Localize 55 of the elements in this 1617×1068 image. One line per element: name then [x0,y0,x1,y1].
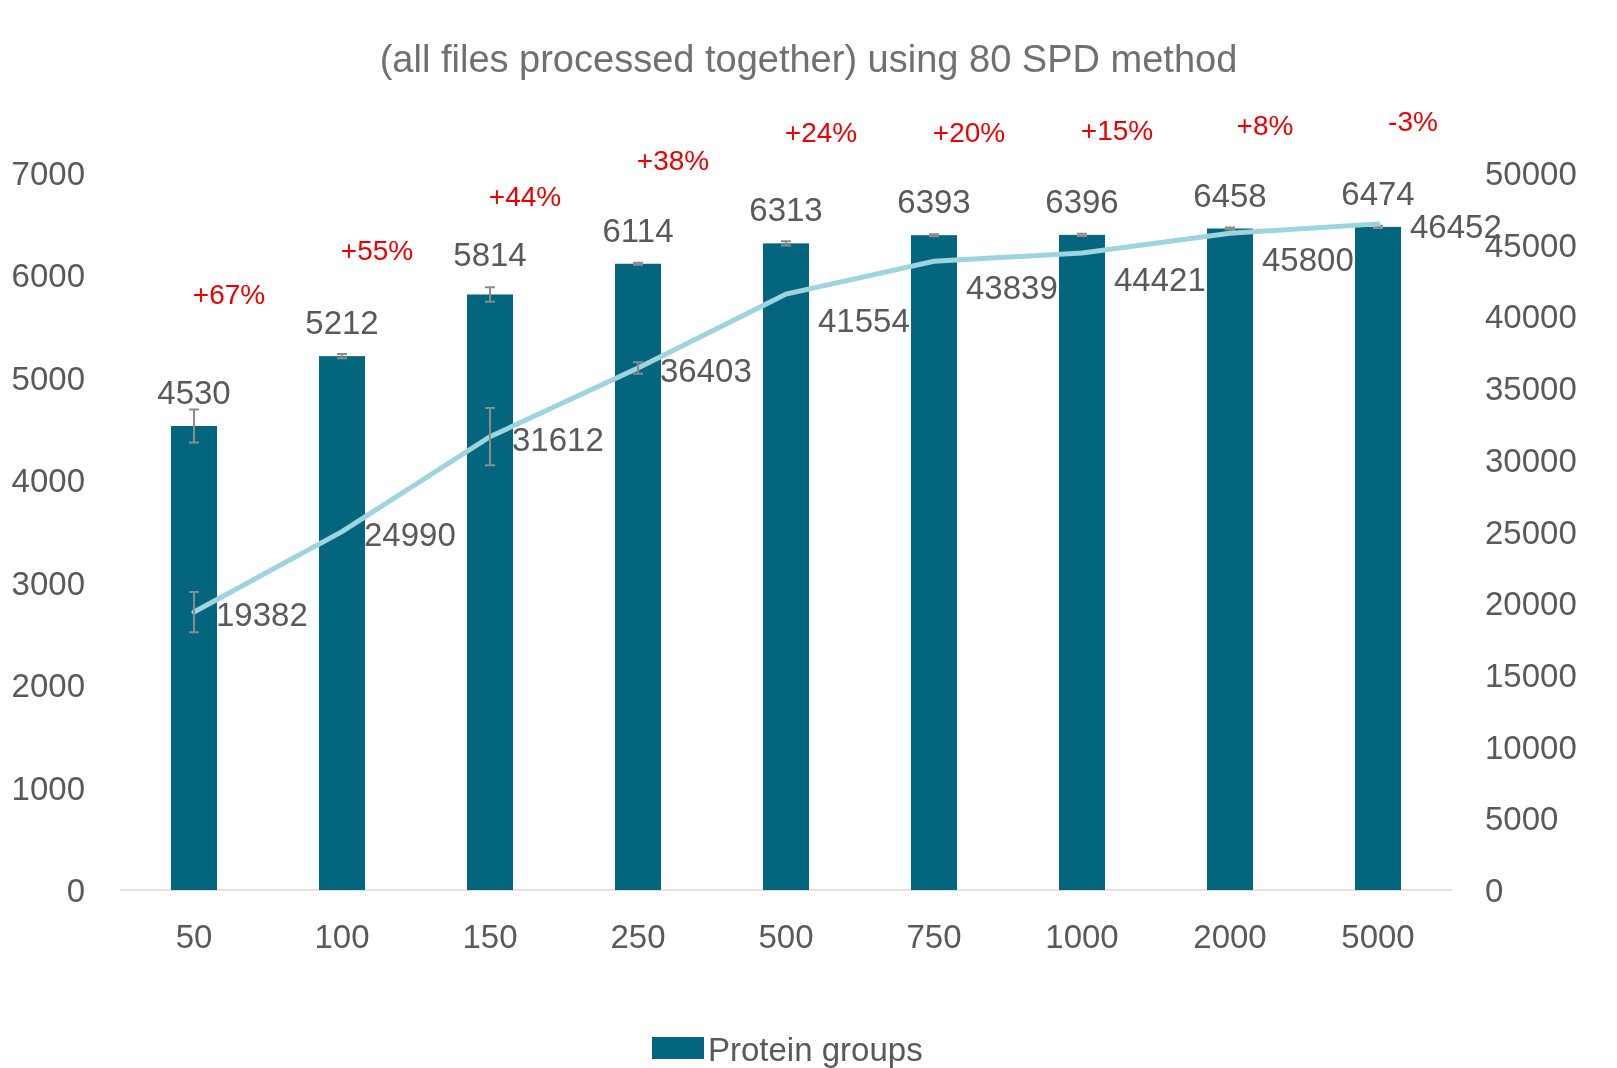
percent-change-label: +38% [636,145,710,176]
axis-tick-label: 4000 [11,462,85,500]
axis-tick-label: 0 [66,872,85,909]
data-label: 31612 [512,420,604,458]
axis-tick-label: 20000 [1485,585,1577,623]
axis-tick-label: 50 [175,918,213,955]
axis-tick-label: 150 [462,918,518,955]
percent-change-label: +44% [488,181,562,212]
axis-tick-label: 2000 [11,667,85,705]
axis-tick-label: 2000 [1193,918,1267,955]
data-label: 43839 [966,269,1058,307]
data-label: 44421 [1114,261,1206,298]
axis-tick-label: 3000 [11,564,85,602]
axis-tick-label: 5000 [1341,918,1415,955]
axis-tick-label: 250 [610,918,666,955]
data-label: 6474 [1341,174,1415,212]
data-label: 6313 [749,191,823,229]
axis-tick-label: 50000 [1485,155,1577,192]
percent-change-label: +24% [784,117,858,148]
chart-title: (all files processed together) using 80 SPD method [378,38,1239,81]
data-label: 4530 [157,374,231,411]
data-label: 19382 [216,596,308,634]
data-label: 24990 [364,515,456,553]
axis-tick-label: 10000 [1485,728,1577,766]
data-label: 45800 [1262,241,1354,279]
percent-change-label: +8% [1236,110,1294,141]
percent-change-label: +67% [192,279,266,310]
data-label: 6393 [897,183,971,221]
data-label: 36403 [660,352,752,389]
axis-tick-label: 100 [314,918,370,955]
axis-tick-label: 30000 [1485,441,1577,479]
axis-tick-label: 35000 [1485,370,1577,408]
data-label: 6396 [1045,182,1119,220]
data-label: 6458 [1193,176,1267,214]
percent-change-label: +55% [340,235,414,266]
axis-tick-label: 750 [906,918,962,955]
axis-tick-label: 40000 [1485,298,1577,336]
percent-change-label: +15% [1080,115,1154,146]
axis-tick-label: 15000 [1485,656,1577,694]
percent-change-label: -3% [1388,106,1438,137]
axis-tick-label: 25000 [1485,513,1577,551]
data-label: 6114 [602,211,674,249]
axis-tick-label: 5000 [1485,800,1559,838]
percent-change-label: +20% [932,117,1006,148]
data-label: 5212 [305,304,379,342]
data-label: 5814 [453,236,527,274]
axis-tick-label: 0 [1485,872,1504,909]
axis-tick-label: 1000 [1045,918,1119,955]
axis-tick-label: 500 [758,918,814,955]
data-label: 41554 [818,302,910,340]
axis-tick-label: 6000 [11,257,85,295]
legend-label: Protein groups [708,1031,923,1068]
axis-tick-label: 5000 [11,359,85,397]
axis-tick-label: 1000 [11,769,85,807]
axis-tick-label: 7000 [11,155,85,192]
